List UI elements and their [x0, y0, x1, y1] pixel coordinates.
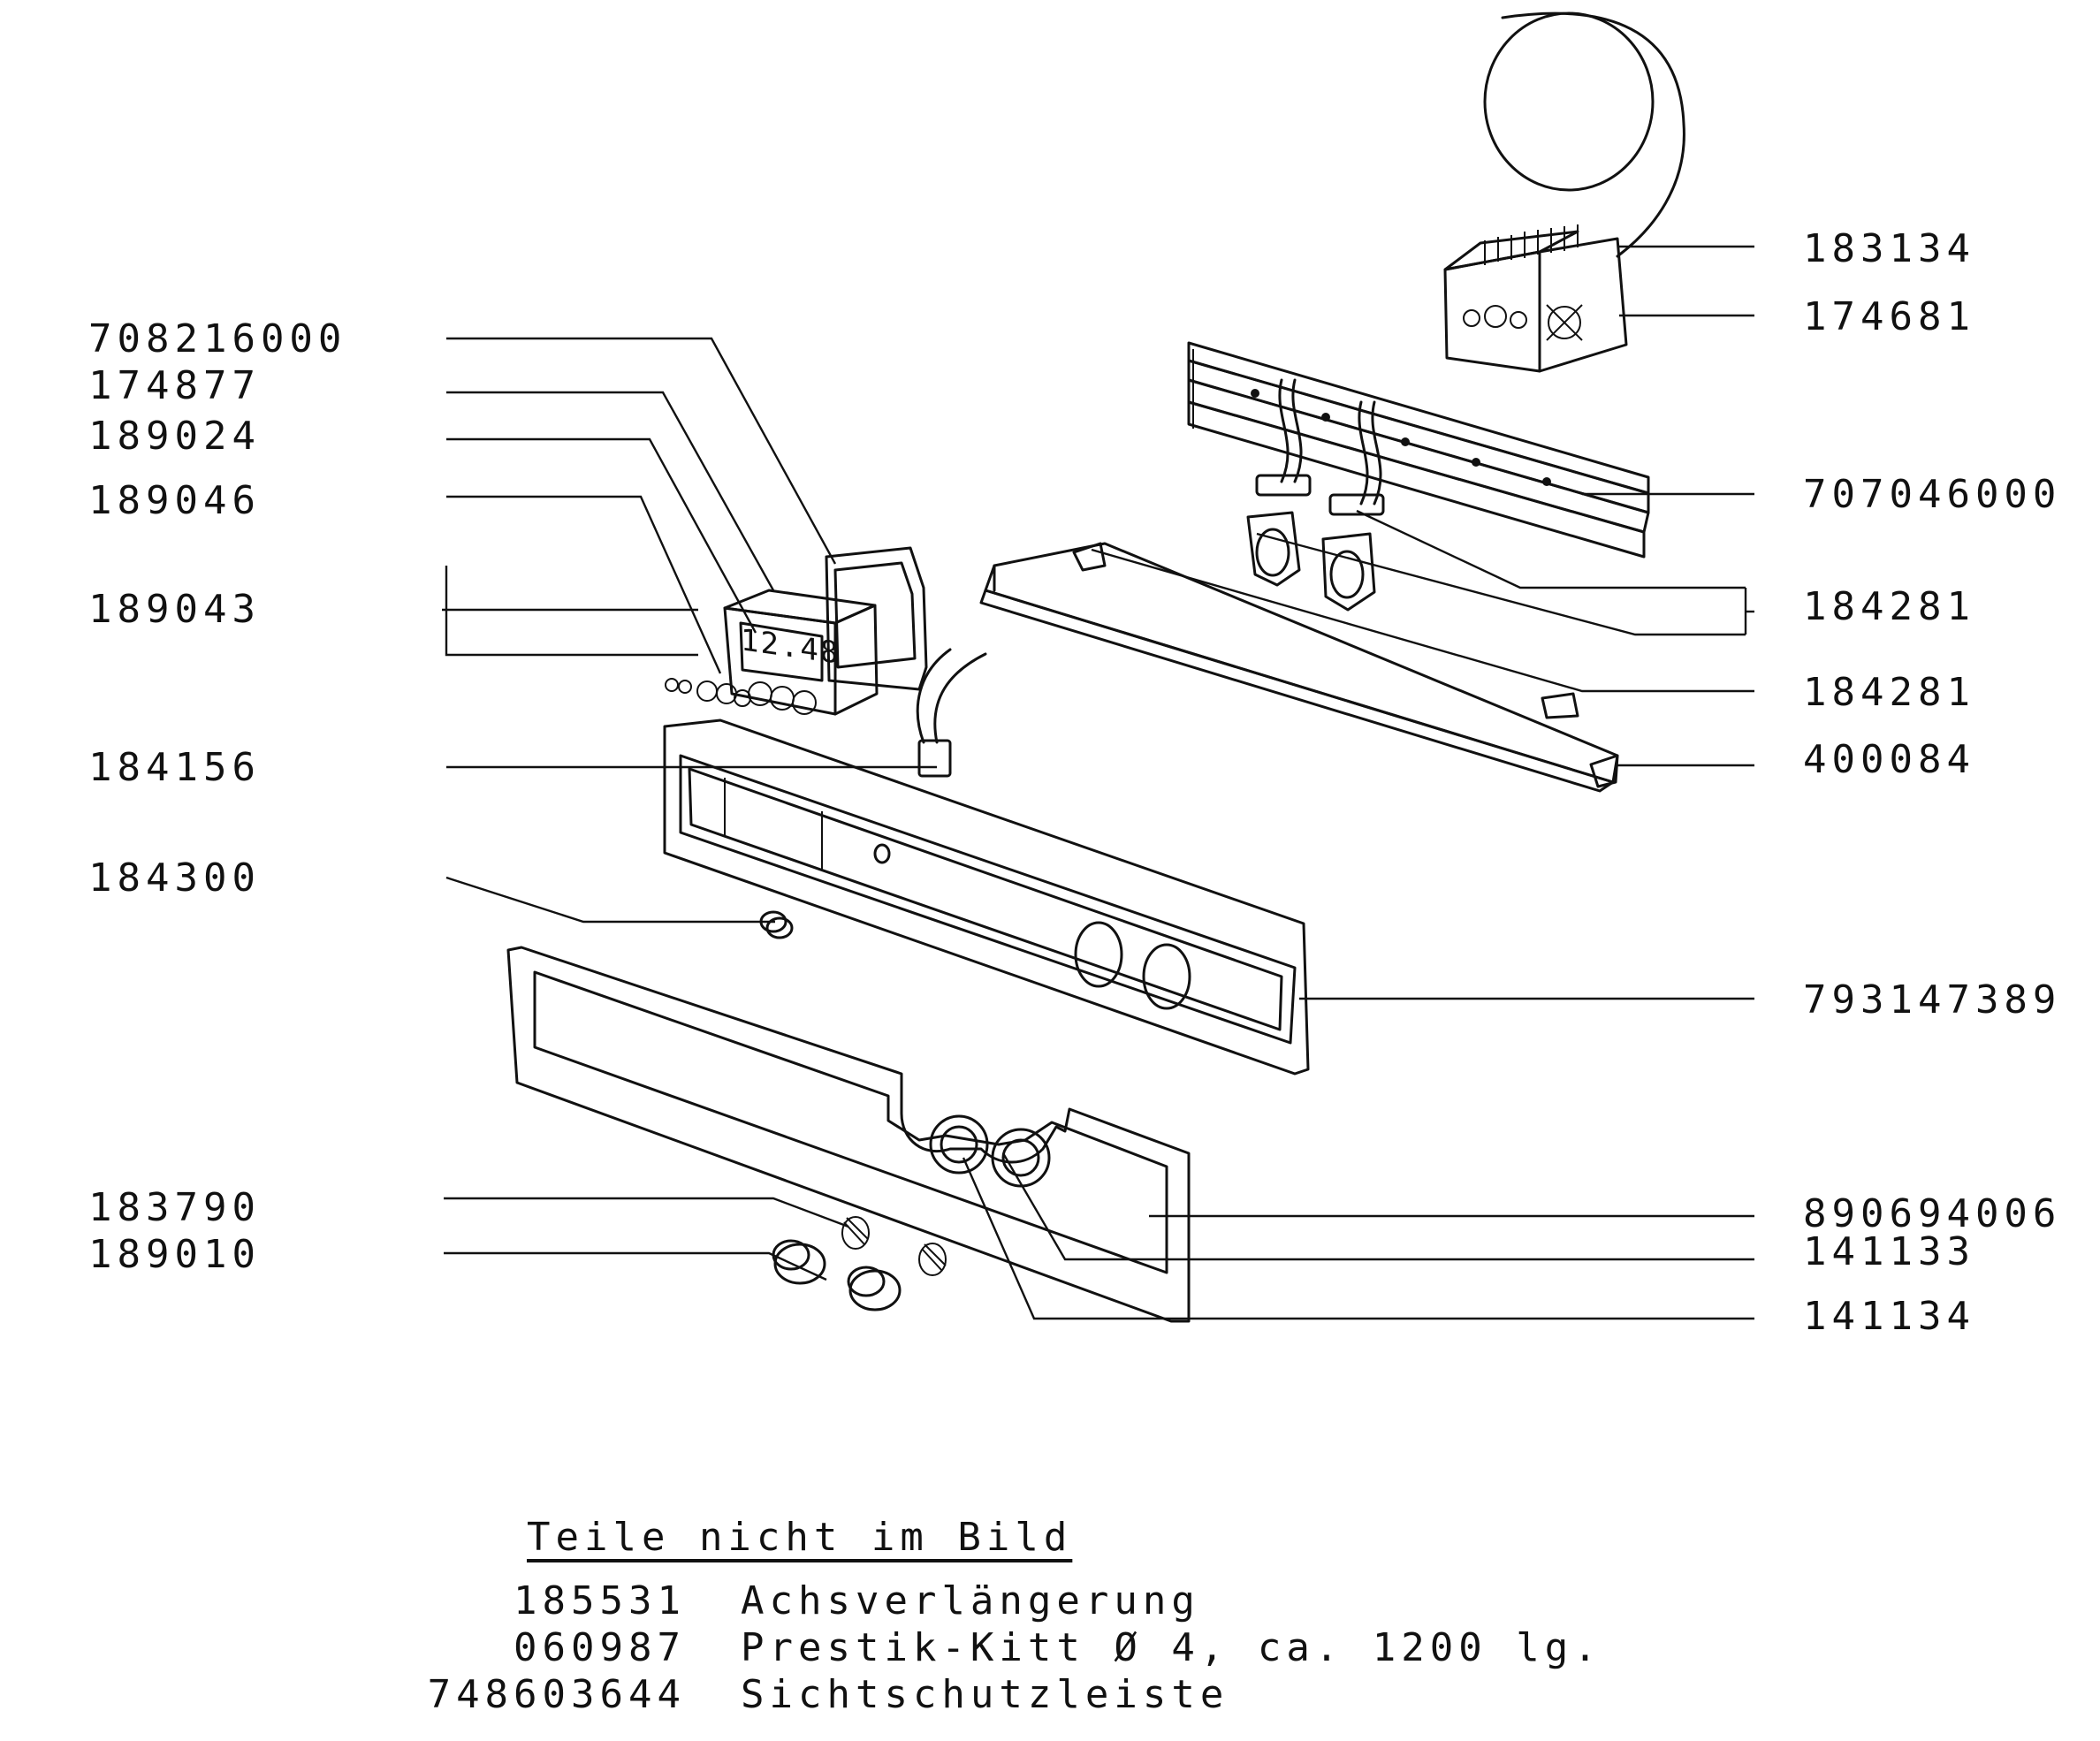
label-189043: 189043	[88, 587, 261, 632]
clock-timer-unit	[665, 546, 928, 716]
label-184281-lower: 184281	[1803, 670, 1975, 715]
label-793147389: 793147389	[1803, 977, 2062, 1023]
knob-184300	[759, 910, 794, 939]
label-189010: 189010	[88, 1232, 261, 1277]
label-183134: 183134	[1803, 226, 1975, 271]
label-174877: 174877	[88, 363, 261, 408]
label-890694006: 890694006	[1803, 1191, 2062, 1236]
label-707046000: 707046000	[1803, 472, 2062, 517]
label-141134: 141134	[1803, 1294, 1975, 1339]
thermostat-assembly	[1443, 11, 1685, 373]
label-183790: 183790	[88, 1185, 261, 1230]
control-panel-793147389	[663, 718, 1310, 1076]
note-1-number: 185531	[514, 1578, 686, 1623]
note-2-description: Prestik-Kitt Ø 4, ca. 1200 lg.	[741, 1625, 1602, 1670]
front-panel-890694006	[506, 946, 1191, 1323]
springs-and-knob-caps	[772, 1216, 947, 1311]
label-708216000: 708216000	[88, 316, 347, 361]
leader-lines-left	[442, 337, 937, 1281]
label-400084: 400084	[1803, 737, 1975, 782]
lamp-wire-184156	[916, 648, 987, 778]
mounting-rail	[1187, 341, 1650, 612]
leader-lines-right	[962, 245, 1754, 1320]
note-2-number: 060987	[514, 1625, 686, 1670]
label-184156: 184156	[88, 745, 261, 790]
note-1-description: Achsverlängerung	[741, 1578, 1200, 1623]
label-184281-upper: 184281	[1803, 584, 1975, 629]
label-189024: 189024	[88, 414, 261, 459]
label-184300: 184300	[88, 855, 261, 901]
bracket-400084	[979, 542, 1619, 793]
parts-not-shown-title: Teile nicht im Bild	[527, 1515, 1073, 1560]
note-3-number: 748603644	[427, 1672, 686, 1717]
label-174681: 174681	[1803, 294, 1975, 339]
note-3-description: Sichtschutzleiste	[741, 1672, 1229, 1717]
label-141133: 141133	[1803, 1229, 1975, 1274]
label-189046: 189046	[88, 478, 261, 523]
